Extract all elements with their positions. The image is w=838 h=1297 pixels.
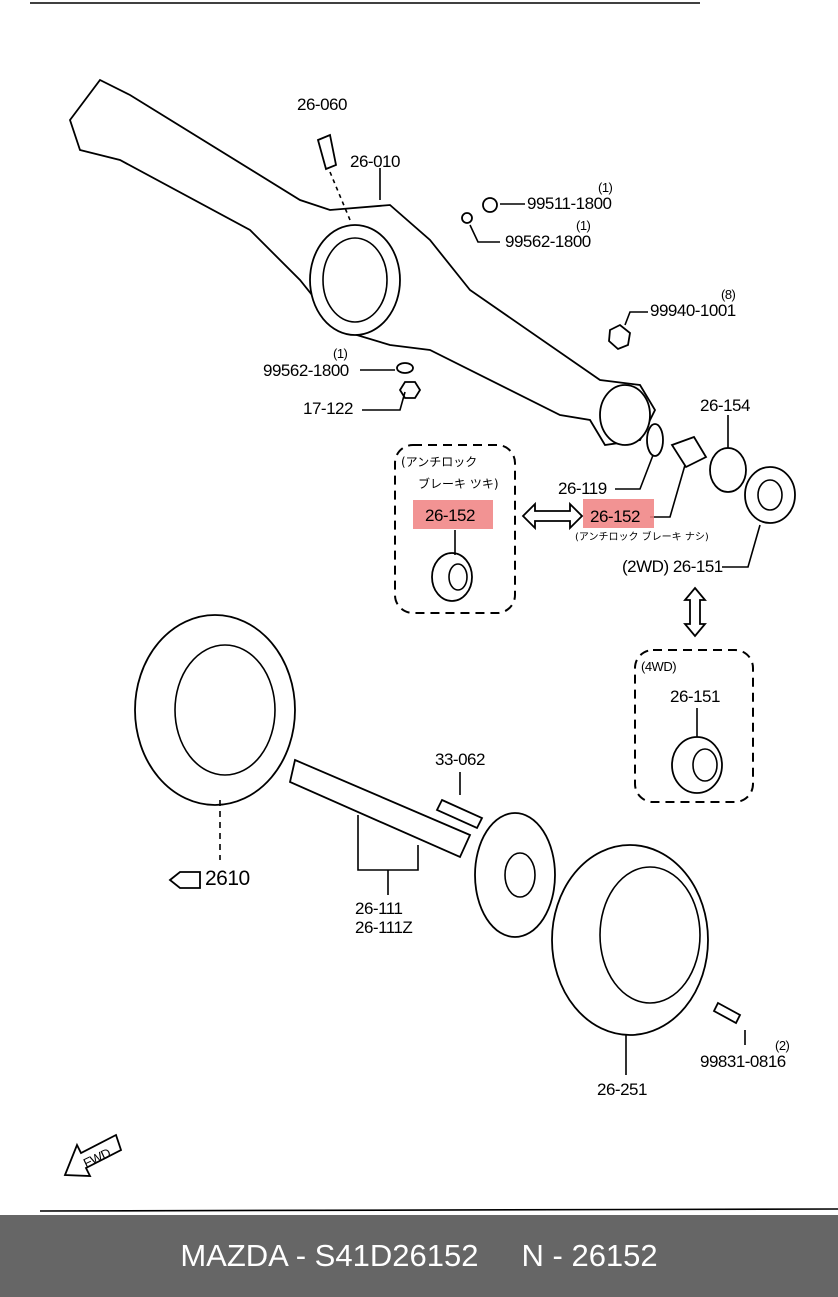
abs-with-note-1: (アンチロック (401, 455, 477, 469)
label-26-152-abs: 26-152 (425, 506, 475, 525)
brake-drum-drawing (551, 844, 746, 1075)
label-26-151-4wd: 26-151 (670, 687, 720, 706)
label-26-111z: 26-111Z (355, 918, 412, 937)
label-17-122: 17-122 (303, 399, 353, 418)
label-4wd: (4WD) (641, 659, 676, 674)
footer-banner: MAZDA - S41D26152 N - 26152 (0, 1215, 838, 1297)
label-26-060: 26-060 (297, 95, 347, 114)
abs-bearing-drawing (431, 552, 473, 602)
parts-diagram: FWD 26-060 26-010 (1) 99511-1800 (1) 995… (30, 2, 838, 1212)
swap-arrow (521, 501, 584, 531)
abs-without-note: (アンチロック ブレーキ ナシ) (575, 530, 709, 543)
axle-housing-drawing (68, 78, 657, 446)
fwd-arrow: FWD (63, 1133, 123, 1177)
label-99562-1800-b: 99562-1800 (263, 361, 349, 380)
label-2610: 2610 (205, 867, 250, 890)
qty-99562b: (1) (333, 346, 348, 361)
label-26-251: 26-251 (597, 1080, 647, 1099)
bearing-drawing (744, 466, 796, 524)
swap-arrow-vertical (683, 586, 707, 638)
footer-code: N - 26152 (521, 1238, 658, 1273)
label-26-152-noabs: 26-152 (590, 507, 640, 526)
fwd-label: FWD (81, 1145, 113, 1171)
label-99511-1800: 99511-1800 (527, 194, 612, 213)
qty-99511: (1) (598, 180, 613, 195)
label-26-119: 26-119 (558, 479, 607, 498)
label-33-062: 33-062 (435, 750, 485, 769)
label-99562-1800-a: 99562-1800 (505, 232, 591, 251)
4wd-box (634, 649, 754, 803)
sleeve-drawing (670, 435, 708, 469)
abs-with-box (394, 444, 516, 614)
brake-backing-plate-drawing (134, 614, 296, 889)
highlight-noabs (583, 499, 654, 528)
axle-shaft-drawing (288, 758, 556, 938)
label-26-111: 26-111 (355, 899, 402, 918)
label-99940-1001: 99940-1001 (650, 301, 736, 320)
highlight-abs (413, 500, 493, 529)
label-99831-0816: 99831-0816 (700, 1052, 786, 1071)
snap-ring-drawing (646, 423, 664, 457)
label-26-151-2wd: (2WD) 26-151 (622, 557, 723, 576)
qty-99831: (2) (775, 1038, 790, 1053)
label-26-010: 26-010 (350, 152, 400, 171)
seal-drawing (709, 447, 747, 493)
qty-99940: (8) (721, 287, 736, 302)
qty-99562a: (1) (576, 218, 591, 233)
label-26-154: 26-154 (700, 396, 750, 415)
footer-part-number: MAZDA - S41D26152 (180, 1238, 479, 1273)
abs-with-note-2: ブレーキ ツキ) (418, 476, 499, 491)
